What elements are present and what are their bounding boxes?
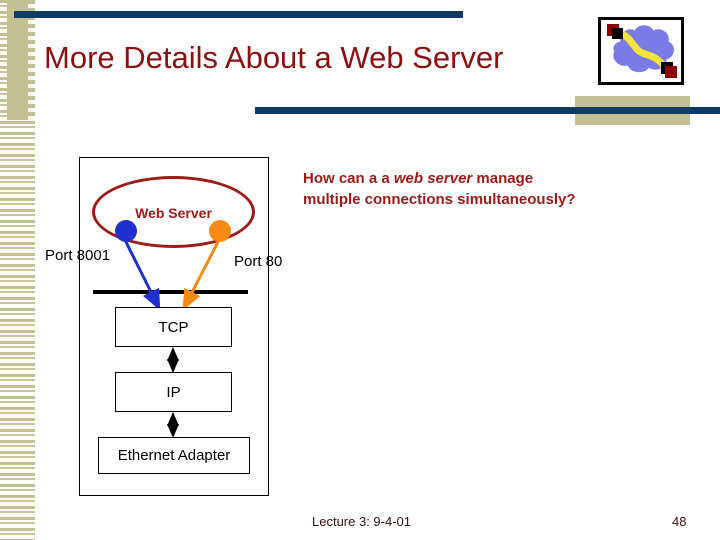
page-title: More Details About a Web Server xyxy=(44,40,504,75)
header-bottom-rule xyxy=(255,107,720,114)
left-decorative-notch-strip xyxy=(28,0,35,120)
left-decorative-solid-bar xyxy=(7,0,28,120)
network-cloud-icon xyxy=(598,17,684,85)
host-diagram-frame xyxy=(79,157,269,496)
web-server-ellipse xyxy=(92,176,255,248)
header-top-rule xyxy=(14,11,463,18)
stack-box-ip: IP xyxy=(115,372,232,412)
stack-box-ip-label: IP xyxy=(166,383,181,401)
question-line2: multiple connections simultaneously? xyxy=(303,191,576,208)
footer-page-number: 48 xyxy=(672,514,687,529)
port-8001-socket-dot xyxy=(115,220,137,242)
question-line1-emphasis: web server xyxy=(393,170,473,187)
port-8001-label: Port 8001 xyxy=(45,247,111,264)
stack-box-ethernet-adapter: Ethernet Adapter xyxy=(98,437,250,474)
footer-lecture-label: Lecture 3: 9-4-01 xyxy=(312,514,412,529)
web-server-label: Web Server xyxy=(135,205,212,221)
stack-box-ethernet-adapter-label: Ethernet Adapter xyxy=(117,447,231,464)
question-text-block: How can a a web server manage multiple c… xyxy=(303,168,703,210)
user-kernel-divider xyxy=(93,290,248,294)
port-80-socket-dot xyxy=(209,220,231,242)
port-80-label: Port 80 xyxy=(234,253,283,270)
question-line1-pre: How can a a xyxy=(303,170,394,187)
question-line1-post: manage xyxy=(472,170,534,187)
stack-box-tcp: TCP xyxy=(115,307,232,347)
network-cloud-graphic xyxy=(607,24,677,78)
stack-box-tcp-label: TCP xyxy=(158,318,189,336)
